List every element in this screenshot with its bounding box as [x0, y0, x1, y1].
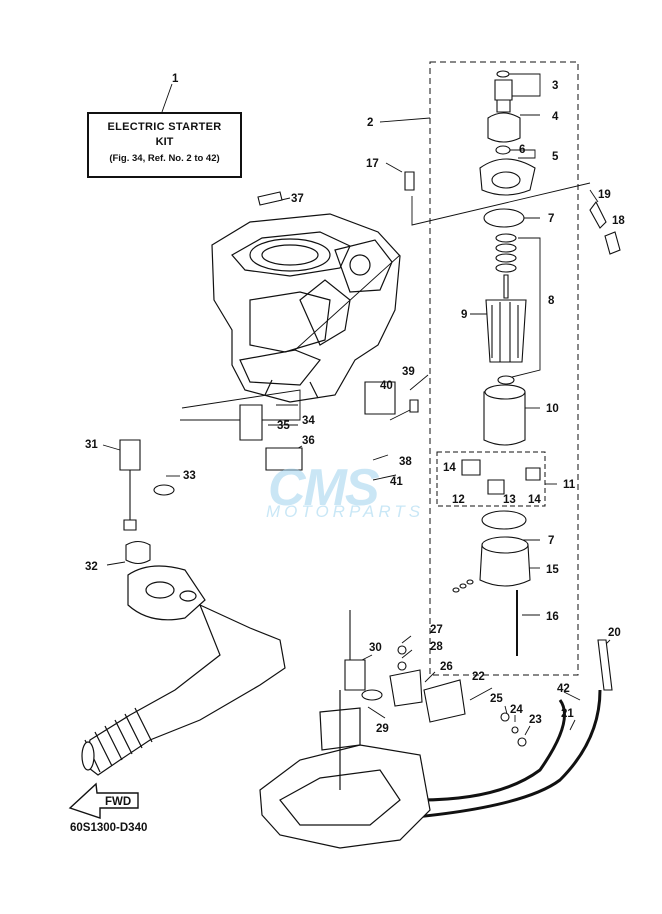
- callout-42: 42: [557, 683, 570, 695]
- callout-1: 1: [172, 73, 179, 85]
- callout-21: 21: [561, 708, 574, 720]
- watermark-logo: CMS: [268, 459, 380, 517]
- callout-2: 2: [367, 117, 373, 129]
- callout-25: 25: [490, 693, 503, 705]
- fwd-arrow: FWD: [68, 782, 139, 819]
- callout-18: 18: [612, 215, 625, 227]
- kit-label-box: ELECTRIC STARTER KIT (Fig. 34, Ref. No. …: [87, 112, 242, 178]
- callout-labels: 1 2 3 4 5 6 7 8 9 10 11 12 13 14 14 7 15…: [85, 73, 625, 735]
- callout-7b: 7: [548, 535, 554, 547]
- callout-8: 8: [548, 295, 555, 307]
- callout-23: 23: [529, 714, 542, 726]
- callout-12: 12: [452, 494, 465, 506]
- callout-20: 20: [608, 627, 621, 639]
- tiller-handle: [81, 565, 286, 776]
- callout-5: 5: [552, 151, 559, 163]
- callout-33: 33: [183, 470, 196, 482]
- callout-16: 16: [546, 611, 559, 623]
- callout-26: 26: [440, 661, 453, 673]
- callout-19: 19: [598, 189, 611, 201]
- callout-30: 30: [369, 642, 382, 654]
- callout-36: 36: [302, 435, 315, 447]
- fwd-label: FWD: [105, 796, 131, 808]
- callout-13: 13: [503, 494, 516, 506]
- callout-3: 3: [552, 80, 558, 92]
- starter-parts: [404, 70, 621, 656]
- callout-24: 24: [510, 704, 523, 716]
- brush-group-dashed: [436, 451, 546, 507]
- callout-29: 29: [376, 723, 389, 735]
- callout-4: 4: [552, 111, 559, 123]
- callout-22: 22: [472, 671, 485, 683]
- electrical-parts: [119, 191, 613, 822]
- callout-40: 40: [380, 380, 393, 392]
- callout-27: 27: [430, 624, 443, 636]
- callout-10: 10: [546, 403, 559, 415]
- kit-boundary-dashed: [429, 61, 579, 676]
- callout-9: 9: [461, 309, 467, 321]
- callout-7a: 7: [548, 213, 554, 225]
- callout-32: 32: [85, 561, 98, 573]
- callout-31: 31: [85, 439, 98, 451]
- diagram-code: 60S1300-D340: [70, 822, 148, 834]
- callout-17: 17: [366, 158, 379, 170]
- callout-41: 41: [390, 476, 403, 488]
- callout-34: 34: [302, 415, 315, 427]
- callout-6: 6: [519, 144, 525, 156]
- kit-title-line1: ELECTRIC STARTER: [107, 121, 222, 133]
- callout-15: 15: [546, 564, 559, 576]
- callout-38: 38: [399, 456, 412, 468]
- engine-block: [211, 213, 401, 403]
- watermark-subtext: MOTORPARTS: [266, 502, 425, 521]
- callout-39: 39: [402, 366, 415, 378]
- kit-reference-note: (Fig. 34, Ref. No. 2 to 42): [109, 153, 220, 164]
- callout-37: 37: [291, 193, 304, 205]
- leader-lines: [102, 73, 611, 736]
- callout-35: 35: [277, 420, 290, 432]
- callout-14b: 14: [528, 494, 541, 506]
- callout-14a: 14: [443, 462, 456, 474]
- bottom-cowling: [259, 690, 431, 849]
- kit-title-line2: KIT: [155, 136, 174, 148]
- callout-11: 11: [563, 479, 576, 491]
- callout-28: 28: [430, 641, 443, 653]
